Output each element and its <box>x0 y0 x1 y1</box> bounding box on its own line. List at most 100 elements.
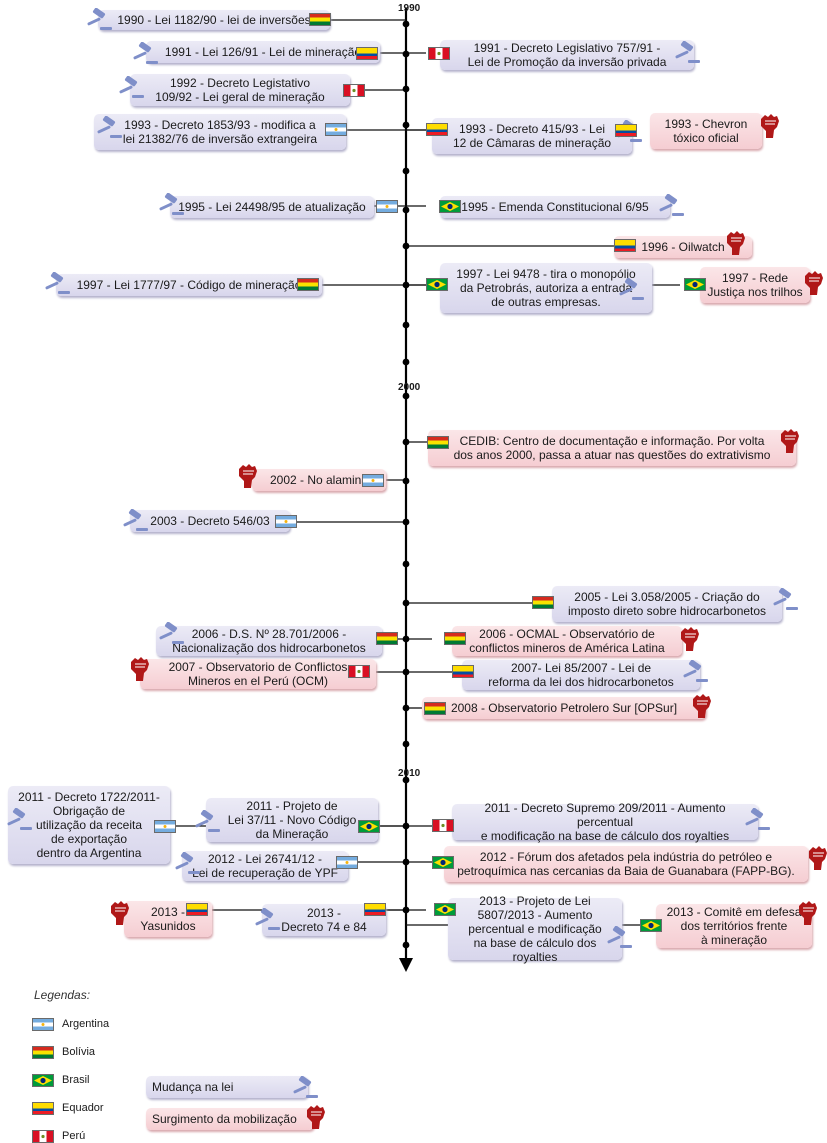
raised-fist-icon <box>690 693 712 724</box>
ecuador-flag-icon <box>32 1102 54 1115</box>
raised-fist-icon <box>128 656 150 687</box>
argentina-flag-icon <box>325 123 347 136</box>
law-change-box-e30: 2013 - Projeto de Lei 5807/2013 - Aument… <box>448 894 622 964</box>
timeline-dot <box>402 281 410 289</box>
law-change-box-e21: 2007- Lei 85/2007 - Lei de reforma da le… <box>462 660 700 690</box>
law-change-box-e03: 1991 - Decreto Legislativo 757/91 - Lei … <box>440 40 694 70</box>
ecuador-flag-icon <box>186 903 208 916</box>
law-change-box-e12: 1997 - Lei 9478 - tira o monopólio da Pe… <box>440 263 652 313</box>
gavel-icon <box>156 192 184 222</box>
bolivia-flag-icon <box>424 702 446 715</box>
timeline-dot <box>402 242 410 250</box>
gavel-icon <box>742 807 770 837</box>
raised-fist-icon <box>304 1104 326 1135</box>
argentina-flag-icon <box>336 856 358 869</box>
legend-law-change-box: Mudança na lei <box>146 1076 308 1098</box>
law-change-box-e16: 2003 - Decreto 546/03 <box>130 510 290 532</box>
raised-fist-icon <box>778 428 800 459</box>
legend-mobilization-box: Surgimento da mobilização <box>146 1108 314 1130</box>
timeline-dot <box>402 740 410 748</box>
gavel-icon <box>656 193 684 223</box>
gavel-icon <box>4 807 32 837</box>
gavel-icon <box>604 925 632 955</box>
legend-country-pe: Perú <box>62 1130 86 1142</box>
bolivia-flag-icon <box>532 596 554 609</box>
ecuador-flag-icon <box>452 665 474 678</box>
timeline-dot <box>402 858 410 866</box>
law-change-box-e24: 2011 - Projeto de Lei 37/11 - Novo Códig… <box>206 798 378 842</box>
raised-fist-icon <box>678 626 700 657</box>
bolivia-flag-icon <box>297 278 319 291</box>
law-change-box-e26: 2012 - Lei 26741/12 - Lei de recuperação… <box>182 851 348 881</box>
timeline-dot <box>402 206 410 214</box>
gavel-icon <box>130 41 158 71</box>
timeline-dot <box>402 358 410 366</box>
argentina-flag-icon <box>362 474 384 487</box>
gavel-icon <box>616 277 644 307</box>
timeline-dot <box>402 167 410 175</box>
timeline-dot <box>402 321 410 329</box>
timeline-dot <box>402 668 410 676</box>
legend-country-br: Brasil <box>62 1074 90 1086</box>
gavel-icon <box>290 1075 318 1105</box>
mobilization-box-e14: CEDIB: Centro de documentação e informaç… <box>428 430 796 466</box>
timeline-dot <box>402 85 410 93</box>
mobilization-box-e19: 2006 - OCMAL - Observatório de conflicto… <box>452 626 682 656</box>
gavel-icon <box>116 75 144 105</box>
brazil-flag-icon <box>439 200 461 213</box>
ecuador-flag-icon <box>426 123 448 136</box>
year-label-2000: 2000 <box>398 382 421 393</box>
law-change-box-e01: 1990 - Lei 1182/90 - lei de inversões <box>98 10 330 30</box>
brazil-flag-icon <box>432 856 454 869</box>
gavel-icon <box>172 851 200 881</box>
raised-fist-icon <box>802 270 824 301</box>
law-change-box-e25: 2011 - Decreto Supremo 209/2011 - Aument… <box>452 801 758 843</box>
peru-flag-icon <box>432 819 454 832</box>
timeline-dot <box>402 121 410 129</box>
timeline-dot <box>402 599 410 607</box>
ecuador-flag-icon <box>614 239 636 252</box>
timeline-dot <box>402 635 410 643</box>
gavel-icon <box>770 587 798 617</box>
legend-country-ec: Equador <box>62 1102 104 1114</box>
timeline-dot <box>402 560 410 568</box>
law-change-box-e18: 2006 - D.S. Nº 28.701/2006 - Nacionaliza… <box>156 626 382 656</box>
peru-flag-icon <box>343 84 365 97</box>
timeline-dot <box>402 822 410 830</box>
mobilization-box-e15: 2002 - No alamina <box>252 469 386 491</box>
ecuador-flag-icon <box>364 903 386 916</box>
argentina-flag-icon <box>32 1018 54 1031</box>
law-change-box-e05: 1993 - Decreto 1853/93 - modifica a lei … <box>94 114 346 150</box>
legend-country-bo: Bolívia <box>62 1046 96 1058</box>
year-label-2010: 2010 <box>398 768 421 779</box>
timeline-dot <box>402 776 410 784</box>
year-label-1990: 1990 <box>398 3 421 14</box>
law-change-box-e06: 1993 - Decreto 415/93 - Lei 12 de Câmara… <box>432 118 632 154</box>
timeline-dot <box>402 438 410 446</box>
law-change-box-e04: 1992 - Decreto Legistativo 109/92 - Lei … <box>130 74 350 106</box>
timeline-dot <box>402 20 410 28</box>
timeline-dot <box>402 906 410 914</box>
argentina-flag-icon <box>154 820 176 833</box>
bolivia-flag-icon <box>309 13 331 26</box>
gavel-icon <box>672 40 700 70</box>
gavel-icon <box>94 115 122 145</box>
argentina-flag-icon <box>376 200 398 213</box>
gavel-icon <box>680 659 708 689</box>
mobilization-box-e10: 1996 - Oilwatch <box>614 236 752 258</box>
gavel-icon <box>156 621 184 651</box>
mobilization-box-e27: 2012 - Fórum dos afetados pela indústria… <box>444 846 808 882</box>
law-change-box-e17: 2005 - Lei 3.058/2005 - Criação do impos… <box>552 586 782 622</box>
bolivia-flag-icon <box>427 436 449 449</box>
gavel-icon <box>84 7 112 37</box>
law-change-box-e09: 1995 - Emenda Constitucional 6/95 <box>440 196 670 218</box>
bolivia-flag-icon <box>444 632 466 645</box>
timeline-dot <box>402 704 410 712</box>
gavel-icon <box>42 271 70 301</box>
brazil-flag-icon <box>32 1074 54 1087</box>
raised-fist-icon <box>758 113 780 144</box>
brazil-flag-icon <box>426 278 448 291</box>
law-change-box-e08: 1995 - Lei 24498/95 de atualização <box>170 196 374 218</box>
timeline-dot <box>402 518 410 526</box>
